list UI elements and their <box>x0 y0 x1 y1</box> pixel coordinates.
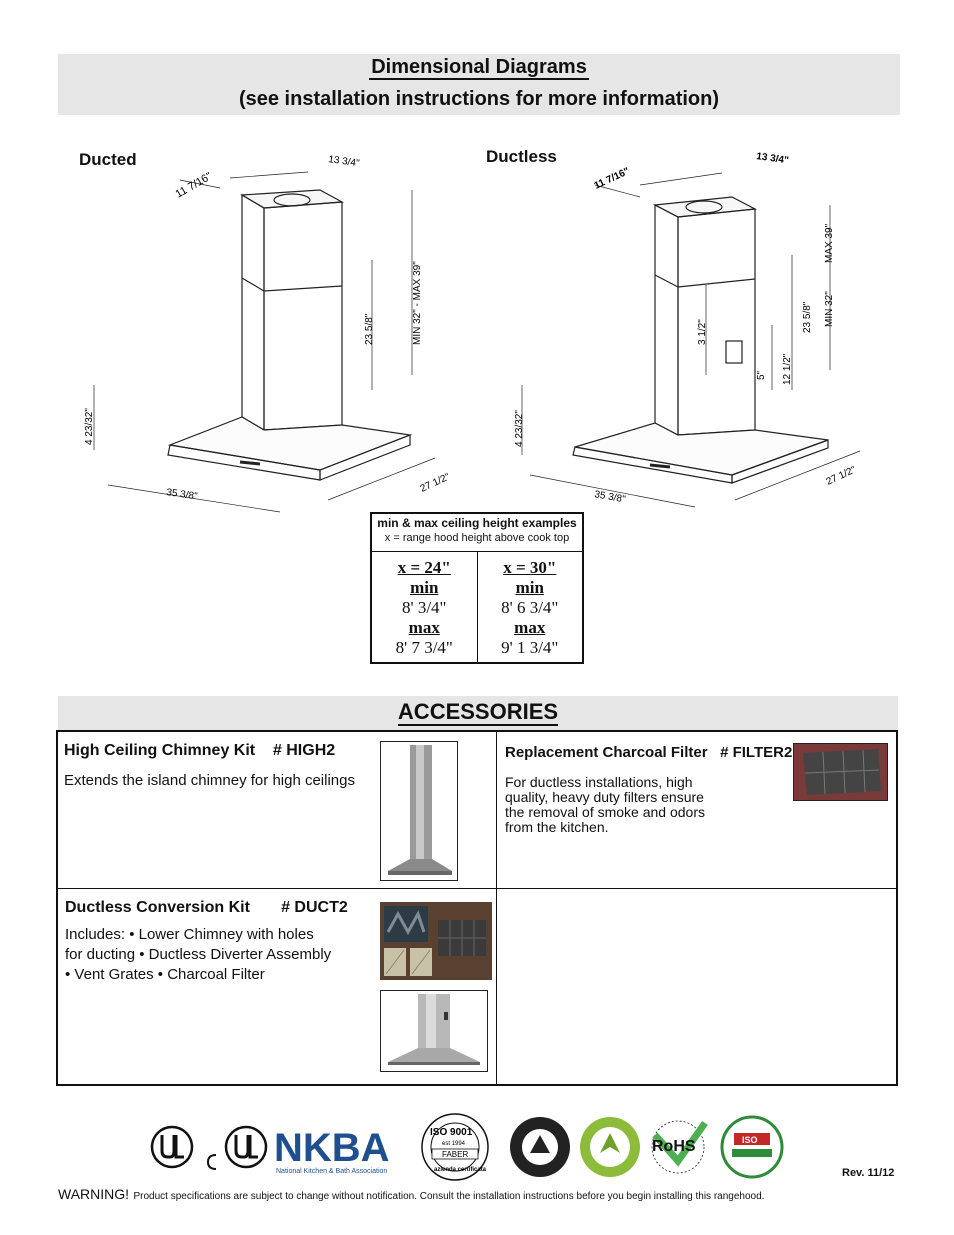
svg-text:ISO: ISO <box>742 1135 758 1145</box>
ducted-hood-h: 4 23/32" <box>84 408 95 445</box>
svg-text:National Kitchen & Bath Associ: National Kitchen & Bath Association <box>276 1168 387 1175</box>
ductless-depth: 27 1/2" <box>825 464 858 487</box>
item-high-chimney-desc: Extends the island chimney for high ceil… <box>64 772 355 789</box>
ductless-min: MIN 32" <box>824 291 835 327</box>
ductless-slot: 3 1/2" <box>697 319 708 345</box>
ductless-chimney: 23 5/8" <box>802 301 813 333</box>
item-high-chimney-title: High Ceiling Chimney Kit # HIGH2 <box>64 742 336 759</box>
ductless-kit-hood-image <box>380 990 488 1072</box>
ducted-width: 35 3/8" <box>166 487 199 502</box>
charcoal-filter-image <box>793 743 888 801</box>
rohs-logo: RoHS <box>651 1120 708 1174</box>
ductless-label: Ductless <box>486 147 557 166</box>
ductless-width-top: 13 3/4" <box>756 151 790 166</box>
warning-footer: WARNING! Product specifications are subj… <box>58 1186 765 1202</box>
svg-text:ISO 9001: ISO 9001 <box>430 1127 473 1138</box>
svg-text:RoHS: RoHS <box>652 1138 696 1155</box>
usgbc-member-logo <box>510 1117 570 1177</box>
ductless-width: 35 3/8" <box>593 489 626 505</box>
nkba-logo: NKBA National Kitchen & Bath Association <box>274 1126 390 1175</box>
high-chimney-image <box>380 741 458 881</box>
examples-title: min & max ceiling height examples <box>377 516 577 530</box>
ducted-depth: 27 1/2" <box>419 471 452 494</box>
accessories-header: ACCESSORIES <box>58 696 898 730</box>
ductless-depth-top: 11 7/16" <box>593 166 632 192</box>
svg-text:NKBA: NKBA <box>274 1126 390 1170</box>
item-ductless-kit-title: Ductless Conversion Kit # DUCT2 <box>65 899 348 916</box>
ducted-diagram: 11 7/16" 13 3/4" MIN 32" - MAX 39" 23 5/… <box>84 154 452 513</box>
ductless-hood-h: 4 23/32" <box>514 410 525 447</box>
svg-text:est 1994: est 1994 <box>442 1141 466 1147</box>
ductless-max: MAX 39" <box>824 223 835 263</box>
examples-col-30: x = 30" min 8' 6 3/4" max 9' 1 3/4" <box>476 552 583 662</box>
cagbc-member-logo <box>580 1117 640 1177</box>
svg-text:FABER: FABER <box>442 1150 468 1159</box>
iso14001-logo: ISO <box>720 1115 784 1179</box>
iso9001-logo: ISO 9001 est 1994 FABER azienda certific… <box>421 1113 489 1181</box>
cul-logo <box>206 1125 268 1170</box>
item-filter-desc: For ductless installations, high quality… <box>505 774 705 835</box>
ductless-kit-parts-image <box>380 902 492 980</box>
ul-logo <box>150 1125 194 1169</box>
item-ductless-kit-desc: Includes: • Lower Chimney with holes for… <box>65 926 332 983</box>
ceiling-examples-table: min & max ceiling height examples x = ra… <box>370 512 584 664</box>
svg-text:azienda certificata: azienda certificata <box>434 1167 487 1173</box>
revision: Rev. 11/12 <box>842 1167 895 1179</box>
examples-col-24: x = 24" min 8' 3/4" max 8' 7 3/4" <box>395 558 453 657</box>
ducted-width-top: 13 3/4" <box>328 154 361 169</box>
accessories-grid <box>56 730 898 1086</box>
ducted-chimney: 23 5/8" <box>364 313 375 345</box>
ductless-grate: 5" <box>756 370 767 380</box>
ducted-height-range: MIN 32" - MAX 39" <box>412 261 423 345</box>
diagram-header: Dimensional Diagrams (see installation i… <box>58 54 900 115</box>
ductless-diagram: 11 7/16" 13 3/4" MAX 39" MIN 32" 23 5/8"… <box>514 151 861 508</box>
ducted-label: Ducted <box>79 150 137 169</box>
header-title: Dimensional Diagrams <box>369 56 589 80</box>
item-filter-title: Replacement Charcoal Filter # FILTER2 <box>505 744 793 761</box>
certification-logos: NKBA National Kitchen & Bath Association… <box>150 1113 784 1181</box>
header-subtitle: (see installation instructions for more … <box>238 88 720 110</box>
examples-note: x = range hood height above cook top <box>384 532 570 544</box>
ductless-lower: 12 1/2" <box>782 353 793 385</box>
